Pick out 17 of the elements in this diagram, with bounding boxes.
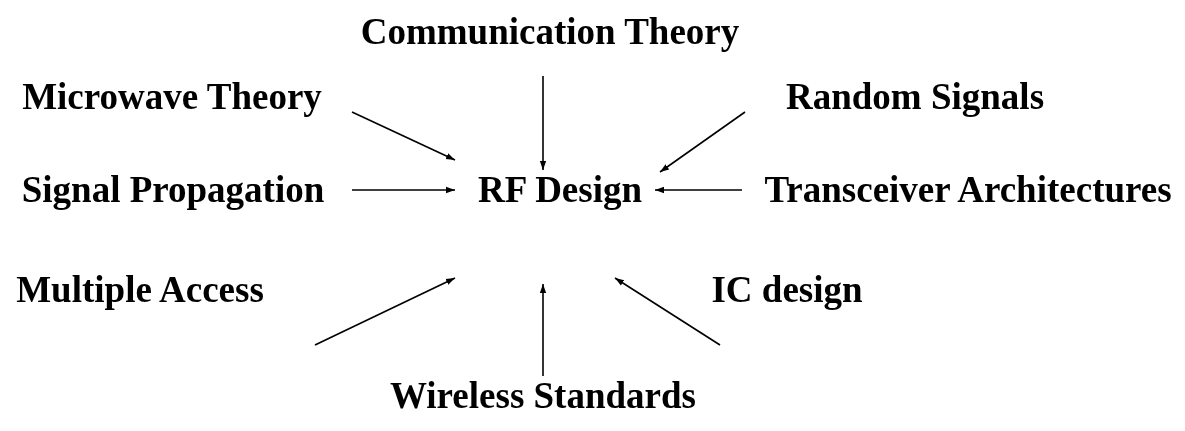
topic-label: Transceiver Architectures bbox=[758, 166, 1178, 214]
topic-label: Wireless Standards bbox=[384, 372, 702, 420]
topic-label: Communication Theory bbox=[354, 8, 746, 56]
topic-label: Multiple Access bbox=[10, 266, 270, 314]
arrow bbox=[614, 277, 721, 346]
arrow bbox=[351, 186, 456, 194]
topic-label: IC design bbox=[705, 266, 869, 314]
arrow bbox=[539, 75, 547, 171]
topic-label: RF Design bbox=[471, 166, 649, 214]
arrow bbox=[654, 186, 743, 194]
arrow bbox=[351, 111, 456, 161]
topic-label: Random Signals bbox=[779, 73, 1051, 121]
topic-label: Microwave Theory bbox=[16, 73, 328, 121]
arrow bbox=[539, 283, 547, 377]
arrow bbox=[659, 111, 746, 173]
arrow bbox=[314, 277, 456, 346]
topic-label: Signal Propagation bbox=[15, 166, 331, 214]
